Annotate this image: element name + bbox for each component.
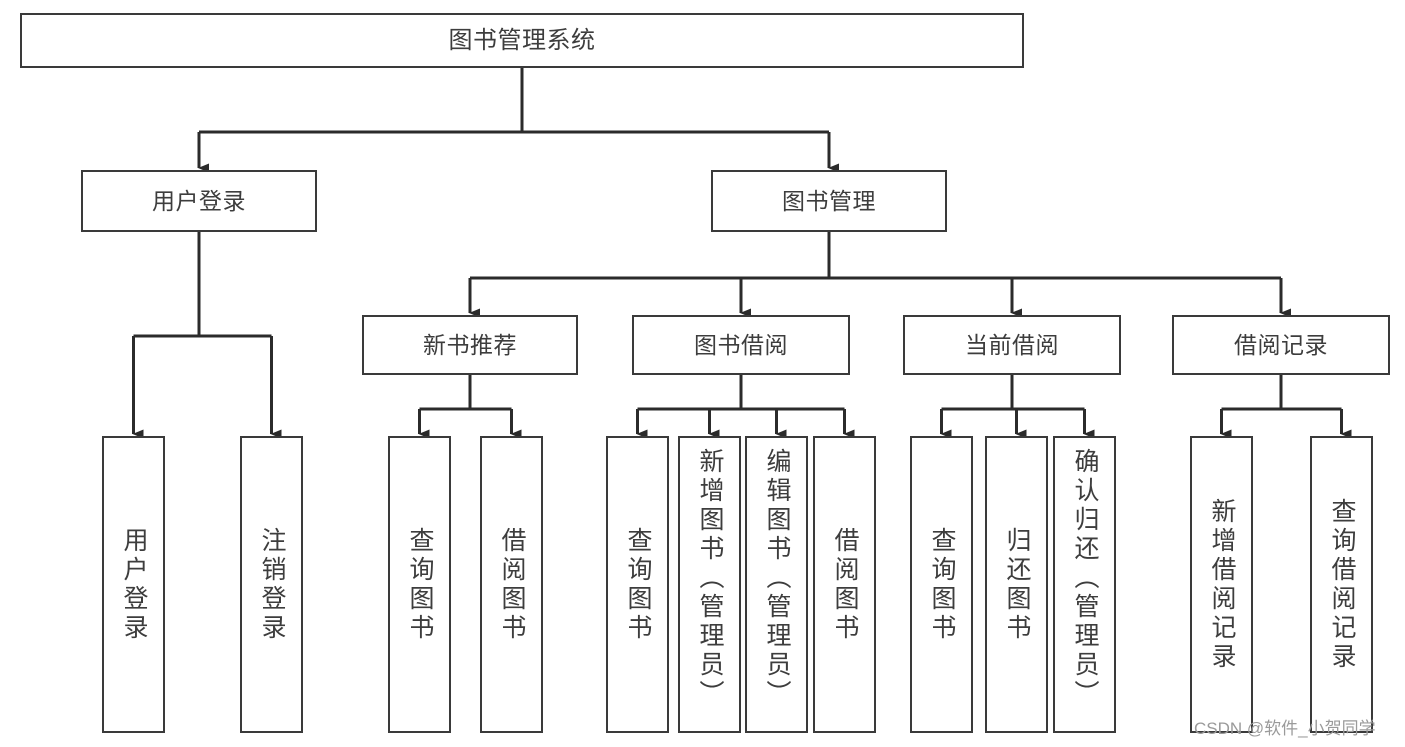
- csdn-watermark: CSDN @软件_小贺同学: [1194, 719, 1376, 738]
- node-label: 图书借阅: [694, 331, 788, 358]
- node-label: 新增借阅记录: [1208, 497, 1236, 672]
- node-current-borrow[interactable]: 当前借阅: [903, 315, 1121, 375]
- node-leaf-user-login[interactable]: 用户登录: [102, 436, 165, 733]
- node-label: 新书推荐: [423, 331, 517, 358]
- node-leaf-return-book[interactable]: 归还图书: [985, 436, 1048, 733]
- node-user-login[interactable]: 用户登录: [81, 170, 317, 232]
- node-label: 确认归还（管理员）: [1071, 448, 1099, 709]
- node-label: 借阅图书: [498, 526, 526, 643]
- node-label: 归还图书: [1003, 526, 1031, 643]
- node-leaf-user-logout[interactable]: 注销登录: [240, 436, 303, 733]
- node-book-manage[interactable]: 图书管理: [711, 170, 947, 232]
- node-leaf-confirm-return[interactable]: 确认归还（管理员）: [1053, 436, 1116, 733]
- node-label: 新增图书（管理员）: [696, 448, 724, 709]
- node-book-borrow[interactable]: 图书借阅: [632, 315, 850, 375]
- node-label: 借阅记录: [1234, 331, 1328, 358]
- node-label: 查询图书: [624, 526, 652, 643]
- node-label: 用户登录: [120, 526, 148, 643]
- node-leaf-query-record[interactable]: 查询借阅记录: [1310, 436, 1373, 733]
- node-label: 注销登录: [258, 526, 286, 643]
- node-leaf-add-record[interactable]: 新增借阅记录: [1190, 436, 1253, 733]
- node-leaf-edit-book[interactable]: 编辑图书（管理员）: [745, 436, 808, 733]
- node-label: 图书管理: [782, 187, 876, 214]
- node-label: 查询图书: [928, 526, 956, 643]
- node-new-book-rec[interactable]: 新书推荐: [362, 315, 578, 375]
- node-label: 借阅图书: [831, 526, 859, 643]
- node-leaf-query-book-1[interactable]: 查询图书: [388, 436, 451, 733]
- node-label: 当前借阅: [965, 331, 1059, 358]
- node-borrow-record[interactable]: 借阅记录: [1172, 315, 1390, 375]
- node-leaf-borrow-book-1[interactable]: 借阅图书: [480, 436, 543, 733]
- node-label: 查询图书: [406, 526, 434, 643]
- node-leaf-query-book-3[interactable]: 查询图书: [910, 436, 973, 733]
- node-leaf-borrow-book-2[interactable]: 借阅图书: [813, 436, 876, 733]
- node-label: 查询借阅记录: [1328, 497, 1356, 672]
- node-root[interactable]: 图书管理系统: [20, 13, 1024, 68]
- node-leaf-query-book-2[interactable]: 查询图书: [606, 436, 669, 733]
- node-label: 用户登录: [152, 187, 246, 214]
- node-leaf-add-book[interactable]: 新增图书（管理员）: [678, 436, 741, 733]
- node-label: 编辑图书（管理员）: [763, 448, 791, 709]
- node-label: 图书管理系统: [448, 26, 596, 54]
